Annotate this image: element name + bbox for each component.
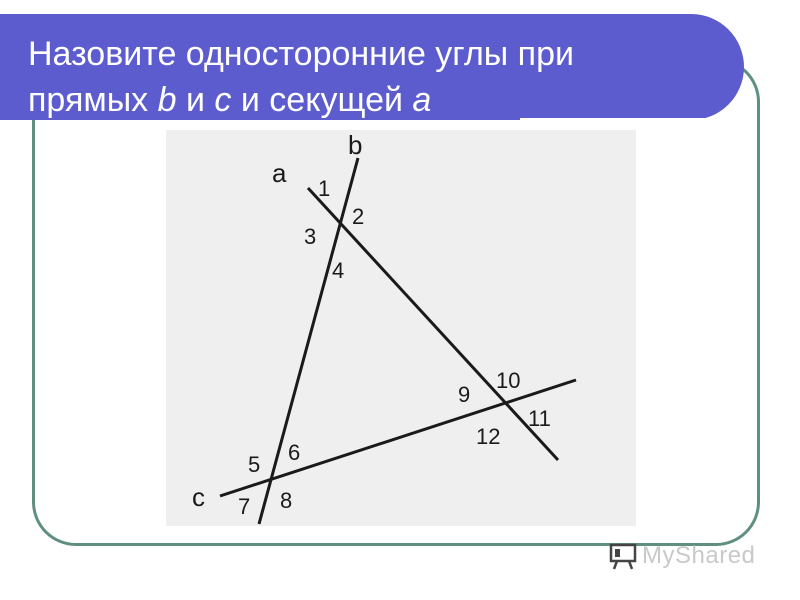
angle-label-5: 5: [248, 452, 260, 477]
angle-label-10: 10: [496, 368, 520, 393]
title-text-and-1: и: [176, 81, 215, 119]
line-label-c: c: [192, 482, 205, 512]
line-c: [219, 378, 577, 498]
line-label-a: a: [272, 158, 287, 188]
title-text-prefix: прямых: [28, 81, 158, 119]
title-line-1: Назовите односторонние углы при: [28, 35, 574, 73]
title-line-2: прямых b и c и секущей a: [28, 80, 431, 120]
line-label-b: b: [348, 130, 362, 160]
diagram-figure: b a c 1 2 3 4 5 6 7 8 9 10 11 12: [166, 130, 636, 526]
angle-label-7: 7: [238, 494, 250, 519]
watermark: MyShared: [608, 538, 755, 574]
angle-label-11: 11: [528, 406, 551, 431]
angle-label-6: 6: [288, 440, 300, 465]
title-var-a: a: [412, 81, 432, 119]
line-b: [257, 157, 360, 525]
angle-label-12: 12: [476, 424, 500, 449]
angle-label-4: 4: [332, 258, 344, 283]
angle-label-3: 3: [304, 224, 316, 249]
angle-label-1: 1: [318, 176, 330, 201]
presentation-board-icon: [609, 543, 637, 570]
title-underline: [520, 118, 708, 120]
angle-label-2: 2: [352, 204, 364, 229]
title-var-b: b: [157, 81, 177, 119]
diagram-svg: b a c 1 2 3 4 5 6 7 8 9 10 11 12: [192, 130, 577, 525]
title-var-c: c: [214, 81, 232, 119]
title-bar: Назовите односторонние углы при прямых b…: [0, 14, 744, 120]
angle-label-9: 9: [458, 382, 470, 407]
line-a: [306, 186, 560, 462]
watermark-text: MyShared: [642, 542, 756, 569]
angle-label-8: 8: [280, 488, 292, 513]
title-text-transversal: и секущей: [231, 81, 413, 119]
